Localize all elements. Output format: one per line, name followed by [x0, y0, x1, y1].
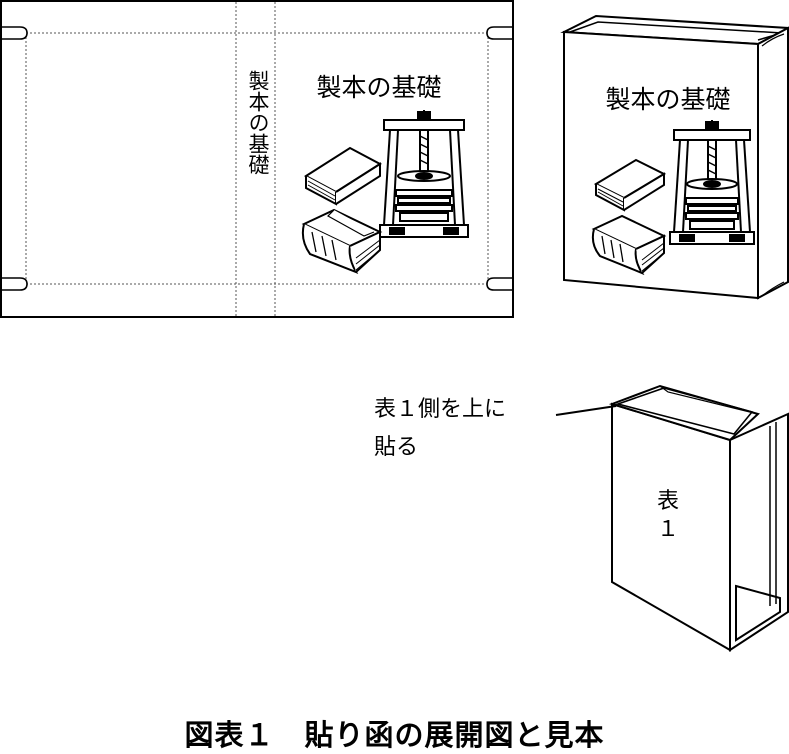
annotation-leader-line — [555, 405, 617, 416]
bound-book-illustration — [301, 208, 383, 274]
book-front-cover — [563, 30, 759, 300]
annotation-line-2: 貼る — [374, 435, 419, 460]
fold-lines — [25, 2, 489, 316]
tab-bottom-right — [486, 277, 512, 291]
sample-closed-book — [593, 158, 667, 212]
box-face-number: １ — [657, 517, 679, 542]
book-press-illustration — [379, 110, 469, 238]
book-spine-curve — [761, 33, 785, 297]
box-development-drawing: 製本の基礎 製本の基礎 — [0, 0, 514, 318]
development-outline — [0, 0, 514, 318]
assembled-box-drawing — [608, 384, 789, 652]
tab-top-left — [2, 26, 28, 40]
box-face-label: 表 — [657, 489, 679, 514]
corner-tabs — [2, 26, 512, 291]
book-sample-drawing: 製本の基礎 — [560, 14, 789, 300]
sample-cover-title: 製本の基礎 — [605, 85, 730, 114]
front-cover-title: 製本の基礎 — [316, 73, 441, 102]
box-top-inner-line — [659, 385, 759, 415]
annotation-line-1: 表１側を上に — [374, 397, 507, 422]
book-spine-side — [757, 26, 789, 300]
figure-caption: 図表１ 貼り函の展開図と見本 — [184, 718, 605, 752]
closed-book-illustration — [304, 146, 382, 206]
tab-top-right — [486, 26, 512, 40]
sample-press-illustration — [669, 120, 755, 245]
sample-bound-book — [591, 214, 667, 276]
box-inner-side — [769, 422, 777, 606]
tab-bottom-left — [2, 277, 28, 291]
spine-title: 製本の基礎 — [246, 70, 270, 175]
